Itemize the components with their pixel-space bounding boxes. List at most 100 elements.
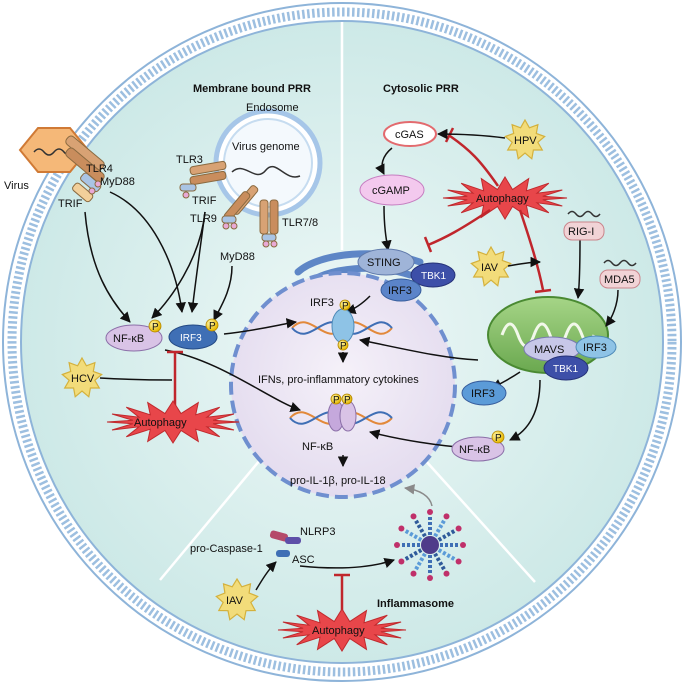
- inflammasome-spoke-tip: [455, 525, 462, 532]
- nfkb-cytosolic-label: NF-κB: [459, 444, 490, 456]
- cgas-label: cGAS: [395, 129, 424, 141]
- tlr3-label: TLR3: [176, 154, 203, 166]
- svg-text:P: P: [152, 322, 159, 333]
- svg-text:P: P: [342, 301, 349, 312]
- asc-label: ASC: [292, 554, 315, 566]
- nfkb-cytosolic-node: P: [451, 430, 505, 462]
- tbk1-mito-label: TBK1: [553, 364, 578, 375]
- irf3-nuclear-label: IRF3: [310, 297, 334, 309]
- inflammasome-arrows: [255, 484, 433, 591]
- svg-text:P: P: [209, 321, 216, 332]
- irf3-er-label: IRF3: [388, 285, 412, 297]
- iav-arrow: [507, 256, 542, 268]
- autophagy-membrane-inhibition: [167, 350, 183, 410]
- mda5-label: MDA5: [604, 274, 635, 286]
- inflammasome-spoke: [433, 517, 447, 538]
- trif-label-a: TRIF: [58, 198, 83, 210]
- hcv-label: HCV: [71, 373, 95, 385]
- inflammasome-spoke: [402, 528, 423, 542]
- mda5-node: [599, 259, 641, 289]
- nfkb-membrane-node: NF-κB P: [105, 319, 163, 352]
- inflammasome-spoke-tip: [443, 513, 450, 520]
- tlr4-label: TLR4: [86, 163, 113, 175]
- section-title-inflammasome: Inflammasome: [377, 598, 454, 610]
- pro-il-label: pro-IL-1β, pro-IL-18: [290, 475, 386, 487]
- inflammasome-spoke-tip: [443, 570, 450, 577]
- pro-caspase-label: pro-Caspase-1: [190, 543, 263, 555]
- hpv-virus-icon: [504, 118, 546, 160]
- irf3-mito-node: [575, 335, 617, 359]
- irf3-nuclear-node: P P: [331, 299, 355, 352]
- virus-genome-label: Virus genome: [232, 141, 300, 153]
- section-title-cytosolic: Cytosolic PRR: [383, 83, 459, 95]
- iav-cytosolic-icon: [470, 245, 512, 287]
- autophagy-cytosolic-inhibition: [423, 127, 552, 294]
- irf3-mito-label: IRF3: [583, 342, 607, 354]
- inflammasome-spoke-tip: [460, 542, 466, 548]
- iav-inflammasome-icon: [215, 577, 259, 621]
- ifns-label: IFNs, pro-inflammatory cytokines: [258, 374, 419, 386]
- sting-node: [357, 248, 415, 276]
- nlrp3-label: NLRP3: [300, 526, 335, 538]
- irf3-cytosolic-node: [461, 380, 507, 406]
- cgas-node: [383, 121, 437, 147]
- tbk1-mito-node: [543, 355, 589, 381]
- autophagy-cytosolic-burst: [442, 176, 568, 220]
- iav-inflammasome-label: IAV: [226, 595, 244, 607]
- trif-label-b: TRIF: [192, 195, 217, 207]
- inflammasome-spoke-tip: [410, 570, 417, 577]
- inflammasome-spoke-tip: [398, 525, 405, 532]
- nlrp3-complex-icon: [269, 530, 301, 557]
- nfkb-nuclear-node: P P: [327, 393, 357, 432]
- autophagy-inflammasome-burst: [277, 608, 407, 652]
- svg-text:P: P: [344, 395, 351, 406]
- inflammasome-spoke: [437, 548, 458, 562]
- section-title-membrane: Membrane bound PRR: [193, 83, 311, 95]
- nfkb-nuclear-label: NF-κB: [302, 441, 333, 453]
- autophagy-inflammasome-label: Autophagy: [312, 625, 365, 637]
- section-dividers: [159, 22, 536, 583]
- svg-text:P: P: [495, 433, 502, 444]
- autophagy-cytosolic-label: Autophagy: [476, 193, 529, 205]
- tlr78-receptor-icon: [259, 199, 279, 248]
- irf3-membrane-node: IRF3 P: [168, 318, 219, 350]
- inflammasome-icon: [394, 509, 466, 581]
- inflammasome-spoke-tip: [427, 509, 433, 515]
- inflammasome-spoke: [433, 552, 447, 573]
- endosome: [213, 108, 323, 218]
- cgamp-label: cGAMP: [372, 185, 410, 197]
- irf3-cytosolic-label: IRF3: [471, 388, 495, 400]
- hcv-virus-icon: [61, 356, 103, 398]
- tbk1-er-label: TBK1: [421, 271, 446, 282]
- inflammasome-spoke-tip: [427, 575, 433, 581]
- nucleus: [229, 271, 457, 499]
- autophagy-membrane-burst: [106, 400, 240, 444]
- inflammasome-spoke-tip: [394, 542, 400, 548]
- tlr9-receptor-icon: [221, 185, 259, 230]
- inflammasome-spoke: [402, 548, 423, 562]
- myd88-label-a: MyD88: [100, 176, 135, 188]
- rigi-node: [563, 210, 605, 241]
- virus-genome-strand: [231, 165, 301, 178]
- cgamp-node: [359, 174, 425, 206]
- inflammasome-spoke: [437, 528, 458, 542]
- inflammasome-spoke-tip: [455, 558, 462, 565]
- sting-label: STING: [367, 257, 401, 269]
- irf3-membrane-label: IRF3: [180, 333, 202, 344]
- inflammasome-spoke-tip: [398, 558, 405, 565]
- tlr3-receptor-icon: [179, 160, 227, 199]
- myd88-label-b: MyD88: [220, 251, 255, 263]
- cytosolic-arrows: [345, 128, 619, 449]
- inflammasome-spoke-tip: [410, 513, 417, 520]
- irf3-er-node: [380, 278, 422, 302]
- inflammasome-spoke: [413, 517, 427, 538]
- endosome-label: Endosome: [246, 102, 299, 114]
- autophagy-membrane-label: Autophagy: [134, 417, 187, 429]
- virus-label: Virus: [4, 180, 29, 192]
- tlr78-label: TLR7/8: [282, 217, 318, 229]
- nfkb-membrane-label: NF-κB: [113, 333, 144, 345]
- svg-text:P: P: [340, 341, 347, 352]
- mavs-label: MAVS: [534, 344, 564, 356]
